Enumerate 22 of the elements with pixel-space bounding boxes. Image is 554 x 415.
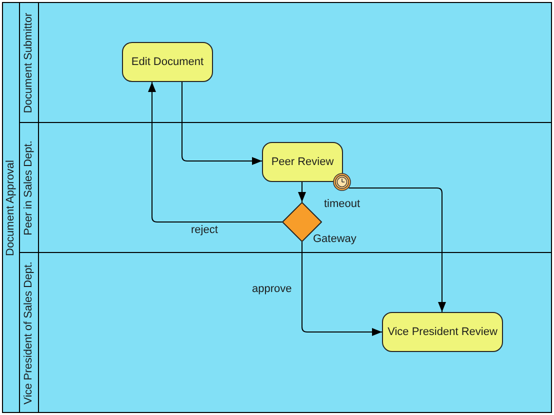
- lane-title: Vice President of Sales Dept.: [22, 261, 36, 404]
- task-label: Edit Document: [131, 56, 204, 68]
- lane-title: Peer in Sales Dept.: [22, 140, 36, 235]
- event-label: timeout: [324, 198, 360, 211]
- arrow: [302, 242, 382, 336]
- task-label: Vice President Review: [388, 326, 498, 338]
- arrow: [148, 82, 282, 222]
- edge-label: reject: [191, 224, 218, 237]
- task-label: Peer Review: [271, 156, 334, 168]
- edge-label: approve: [252, 283, 292, 296]
- arrow: [348, 188, 446, 312]
- pool-title: Document Approval: [4, 160, 18, 256]
- lane-title: Document Submittor: [22, 12, 36, 113]
- task-box: [122, 42, 213, 82]
- clock-icon: [333, 173, 351, 191]
- task-box: [382, 312, 503, 352]
- swimlane: [19, 3, 551, 123]
- arrow: [298, 182, 306, 202]
- swimlane: [19, 123, 551, 253]
- task-box: [262, 142, 343, 182]
- arrow: [182, 82, 262, 165]
- gateway-label: Gateway: [313, 233, 356, 246]
